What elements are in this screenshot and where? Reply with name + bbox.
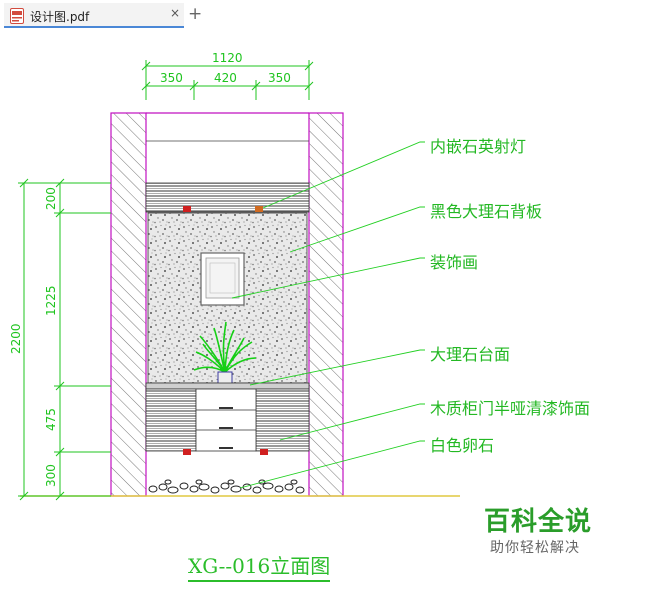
watermark-main: 百科全说 — [484, 507, 593, 537]
left-dimensions — [18, 178, 111, 501]
new-tab-button[interactable]: + — [188, 4, 203, 24]
callout-cabinet-door: 木质柜门半哑清漆饰面 — [430, 399, 591, 418]
callout-quartz-light: 内嵌石英射灯 — [430, 137, 527, 156]
callout-white-pebbles: 白色卵石 — [430, 436, 495, 455]
dim-right-width: 350 — [268, 71, 291, 85]
top-dimensions — [141, 60, 314, 100]
callout-decor-painting: 装饰画 — [430, 253, 479, 272]
cabinet-light-right — [260, 449, 268, 455]
pdf-file-icon — [10, 8, 24, 24]
decor-painting — [200, 252, 245, 306]
tab-bar: 设计图.pdf × + — [0, 0, 650, 30]
leader-lines — [231, 141, 425, 489]
dim-top-height: 200 — [44, 187, 58, 210]
tab-design-pdf[interactable]: 设计图.pdf × — [4, 3, 184, 28]
quartz-light-right — [255, 206, 263, 212]
dim-cabinet-height: 475 — [44, 408, 58, 431]
dim-left-width: 350 — [160, 71, 183, 85]
callout-black-marble: 黑色大理石背板 — [430, 202, 543, 221]
dim-total-height: 2200 — [9, 323, 23, 354]
drawing-title: XG--016立面图 — [188, 550, 331, 582]
marble-counter — [145, 382, 310, 390]
quartz-light-left — [183, 206, 191, 212]
cabinet-light-left — [183, 449, 191, 455]
watermark-sub: 助你轻松解决 — [490, 540, 580, 556]
top-slat-panel — [145, 182, 310, 213]
dim-back-height: 1225 — [44, 285, 58, 316]
close-tab-icon[interactable]: × — [170, 6, 181, 20]
elevation-drawing: 1120 350 420 350 2200 200 1225 475 300 — [9, 51, 460, 501]
dim-base-height: 300 — [44, 464, 58, 487]
right-wall — [308, 112, 344, 497]
potted-plant — [193, 321, 257, 385]
white-pebbles — [148, 479, 305, 494]
callout-marble-counter: 大理石台面 — [430, 345, 511, 364]
left-wall — [110, 112, 147, 497]
tab-title: 设计图.pdf — [30, 10, 90, 24]
dim-overall-width: 1120 — [212, 51, 243, 65]
dim-mid-width: 420 — [214, 71, 237, 85]
cabinet — [145, 388, 310, 455]
